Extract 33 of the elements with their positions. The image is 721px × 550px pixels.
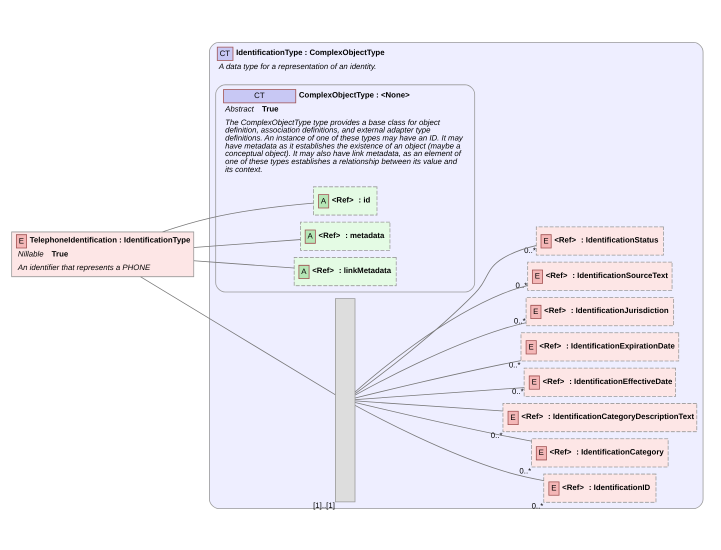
- node-box: E <Ref> : IdentificationEffectiveDate: [524, 367, 676, 396]
- node-label: 0..*: [524, 245, 536, 254]
- node-label: 0..*: [512, 386, 524, 396]
- node-label: 0..*: [516, 280, 528, 290]
- node-box: E <Ref> : IdentificationSourceText: [527, 261, 672, 290]
- node-box: E <Ref> : IdentificationExpirationDate: [520, 332, 680, 361]
- node-label: 0..*: [508, 360, 521, 369]
- connector: [354, 400, 504, 411]
- connector: [162, 202, 314, 232]
- node-label: 0..*: [519, 466, 532, 475]
- node-label: 0..*: [514, 316, 526, 325]
- connector: [354, 322, 526, 395]
- node-box: E TelephoneIdentification : IdentificationType Nillable True An identifier that represents a PHONE: [11, 231, 194, 277]
- connector: [354, 360, 522, 398]
- connector: [354, 386, 524, 400]
- node-label: 0..*: [490, 430, 503, 440]
- node-box: E <Ref> : IdentificationStatus: [536, 226, 664, 255]
- node-box: A <Ref> : id: [313, 186, 378, 215]
- connector: [140, 276, 336, 395]
- node-box: A <Ref> : linkMetadata: [294, 256, 397, 286]
- connector: [354, 404, 544, 480]
- node-box: E <Ref> : IdentificationCategoryDescriptionText: [502, 402, 698, 432]
- connector: [193, 260, 294, 268]
- node-label: [1]..[1]: [313, 500, 335, 510]
- node-box: E <Ref> : IdentificationID: [543, 473, 656, 502]
- node-box: A <Ref> : metadata: [300, 221, 390, 250]
- connector: [354, 284, 528, 392]
- connector: [193, 238, 301, 248]
- node-label: 0..*: [532, 501, 544, 510]
- node-box: E <Ref> : IdentificationCategory: [531, 438, 669, 467]
- node-box: E <Ref> : IdentificationJurisdiction: [526, 296, 674, 326]
- node-bar: [335, 298, 356, 502]
- connector: [354, 402, 532, 441]
